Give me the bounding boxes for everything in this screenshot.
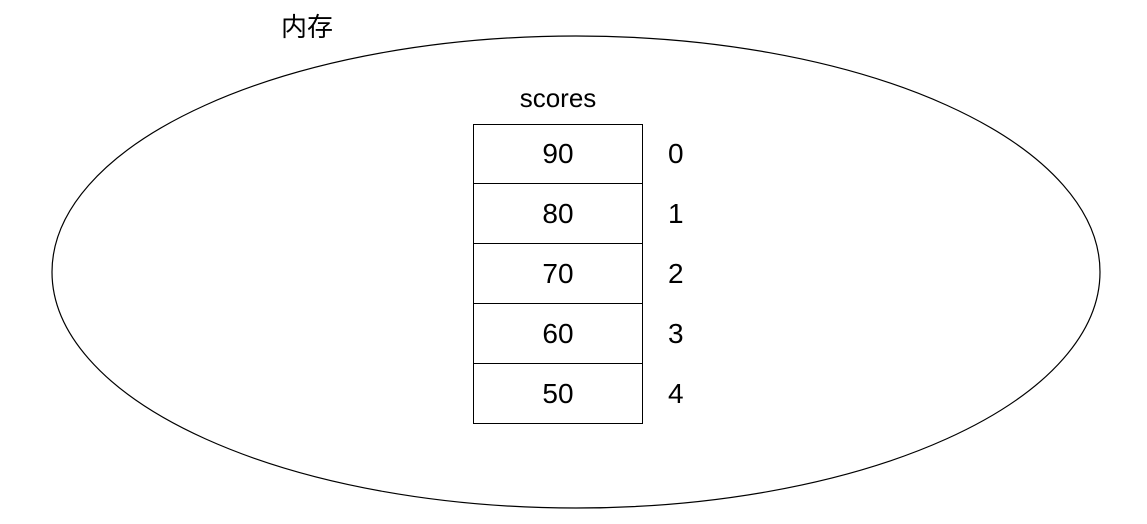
array-cell-index: 2 bbox=[668, 258, 684, 289]
array-cell-index: 1 bbox=[668, 198, 684, 229]
array-row: 50 4 bbox=[473, 364, 708, 424]
array-table: 90 0 80 1 70 2 60 3 50 4 bbox=[473, 124, 708, 424]
array-row: 90 0 bbox=[473, 124, 708, 184]
array-cell-index: 4 bbox=[668, 378, 684, 409]
array-cell-value: 50 bbox=[473, 364, 643, 424]
array-name-label: scores bbox=[519, 83, 597, 113]
array-cell-value: 60 bbox=[473, 304, 643, 364]
array-cell-index: 3 bbox=[668, 318, 684, 349]
array-row: 70 2 bbox=[473, 244, 708, 304]
array-row: 60 3 bbox=[473, 304, 708, 364]
array-cell-index: 0 bbox=[668, 138, 684, 169]
array-row: 80 1 bbox=[473, 184, 708, 244]
array-cell-value: 80 bbox=[473, 184, 643, 244]
array-cell-value: 90 bbox=[473, 124, 643, 184]
array-cell-value: 70 bbox=[473, 244, 643, 304]
memory-label: 内存 bbox=[281, 12, 334, 42]
